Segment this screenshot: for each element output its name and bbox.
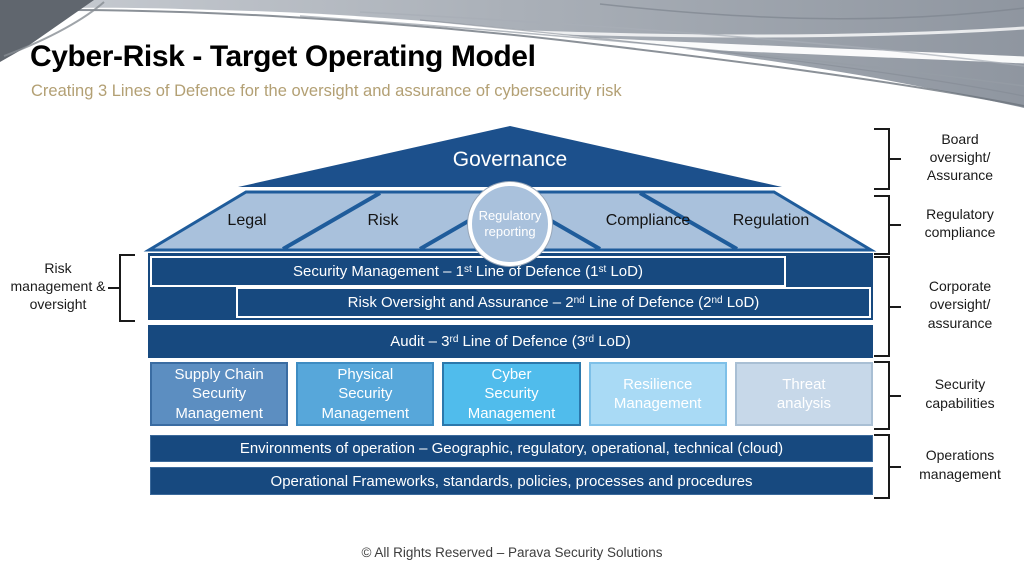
section-label-risk: Risk <box>367 212 399 229</box>
page-title: Cyber-Risk - Target Operating Model <box>30 40 536 73</box>
right-brace-capabilities <box>874 361 901 430</box>
capability-supply-chain: Supply Chain Security Management <box>150 362 289 426</box>
capability-threat-analysis: Threat analysis <box>734 362 874 426</box>
annotation-security-capabilities: Security capabilities <box>925 376 995 411</box>
page-subtitle: Creating 3 Lines of Defence for the over… <box>31 82 622 100</box>
section-label-compliance: Compliance <box>605 212 691 229</box>
security-capabilities-row: Supply Chain Security Management Physica… <box>150 362 874 426</box>
right-brace-corporate <box>874 256 901 357</box>
capability-cyber-security: Cyber Security Management <box>442 362 581 426</box>
regulatory-reporting-circle: Regulatory reporting <box>468 182 552 266</box>
trapezoid-divider <box>282 191 381 251</box>
annotation-board-oversight: Board oversight/ Assurance <box>926 130 994 184</box>
second-line-of-defence-bar: Risk Oversight and Assurance – 2nd Line … <box>236 287 871 318</box>
section-label-legal: Legal <box>227 212 267 229</box>
right-brace-regulatory <box>874 195 901 255</box>
lod2-text: Risk Oversight and Assurance – 2nd Line … <box>347 294 760 311</box>
capability-resilience: Resilience Management <box>588 362 727 426</box>
right-brace-board <box>874 128 901 190</box>
annotation-operations-management: Operations management <box>919 447 1001 482</box>
governance-roof-shape <box>238 126 782 187</box>
right-brace-operations <box>874 434 901 499</box>
lines-of-defence-block: Security Management – 1st Line of Defenc… <box>148 253 873 320</box>
governance-label: Governance <box>452 148 568 171</box>
environments-of-operation-bar: Environments of operation – Geographic, … <box>150 435 873 462</box>
first-line-of-defence-bar: Security Management – 1st Line of Defenc… <box>150 256 786 287</box>
trapezoid-divider <box>639 191 738 251</box>
operational-frameworks-bar: Operational Frameworks, standards, polic… <box>150 467 873 495</box>
section-label-regulation: Regulation <box>732 212 810 229</box>
annotation-regulatory-compliance: Regulatory compliance <box>924 205 996 240</box>
left-brace <box>108 254 135 322</box>
lod3-text: Audit – 3rd Line of Defence (3rd LoD) <box>390 333 631 350</box>
annotation-risk-management-oversight: Risk management & oversight <box>10 259 106 313</box>
third-line-of-defence-bar: Audit – 3rd Line of Defence (3rd LoD) <box>148 325 873 358</box>
lod1-text: Security Management – 1st Line of Defenc… <box>293 263 643 280</box>
copyright-footer: © All Rights Reserved – Parava Security … <box>361 545 663 560</box>
capability-physical-security: Physical Security Management <box>296 362 435 426</box>
annotation-corporate-oversight: Corporate oversight/ assurance <box>927 278 993 331</box>
